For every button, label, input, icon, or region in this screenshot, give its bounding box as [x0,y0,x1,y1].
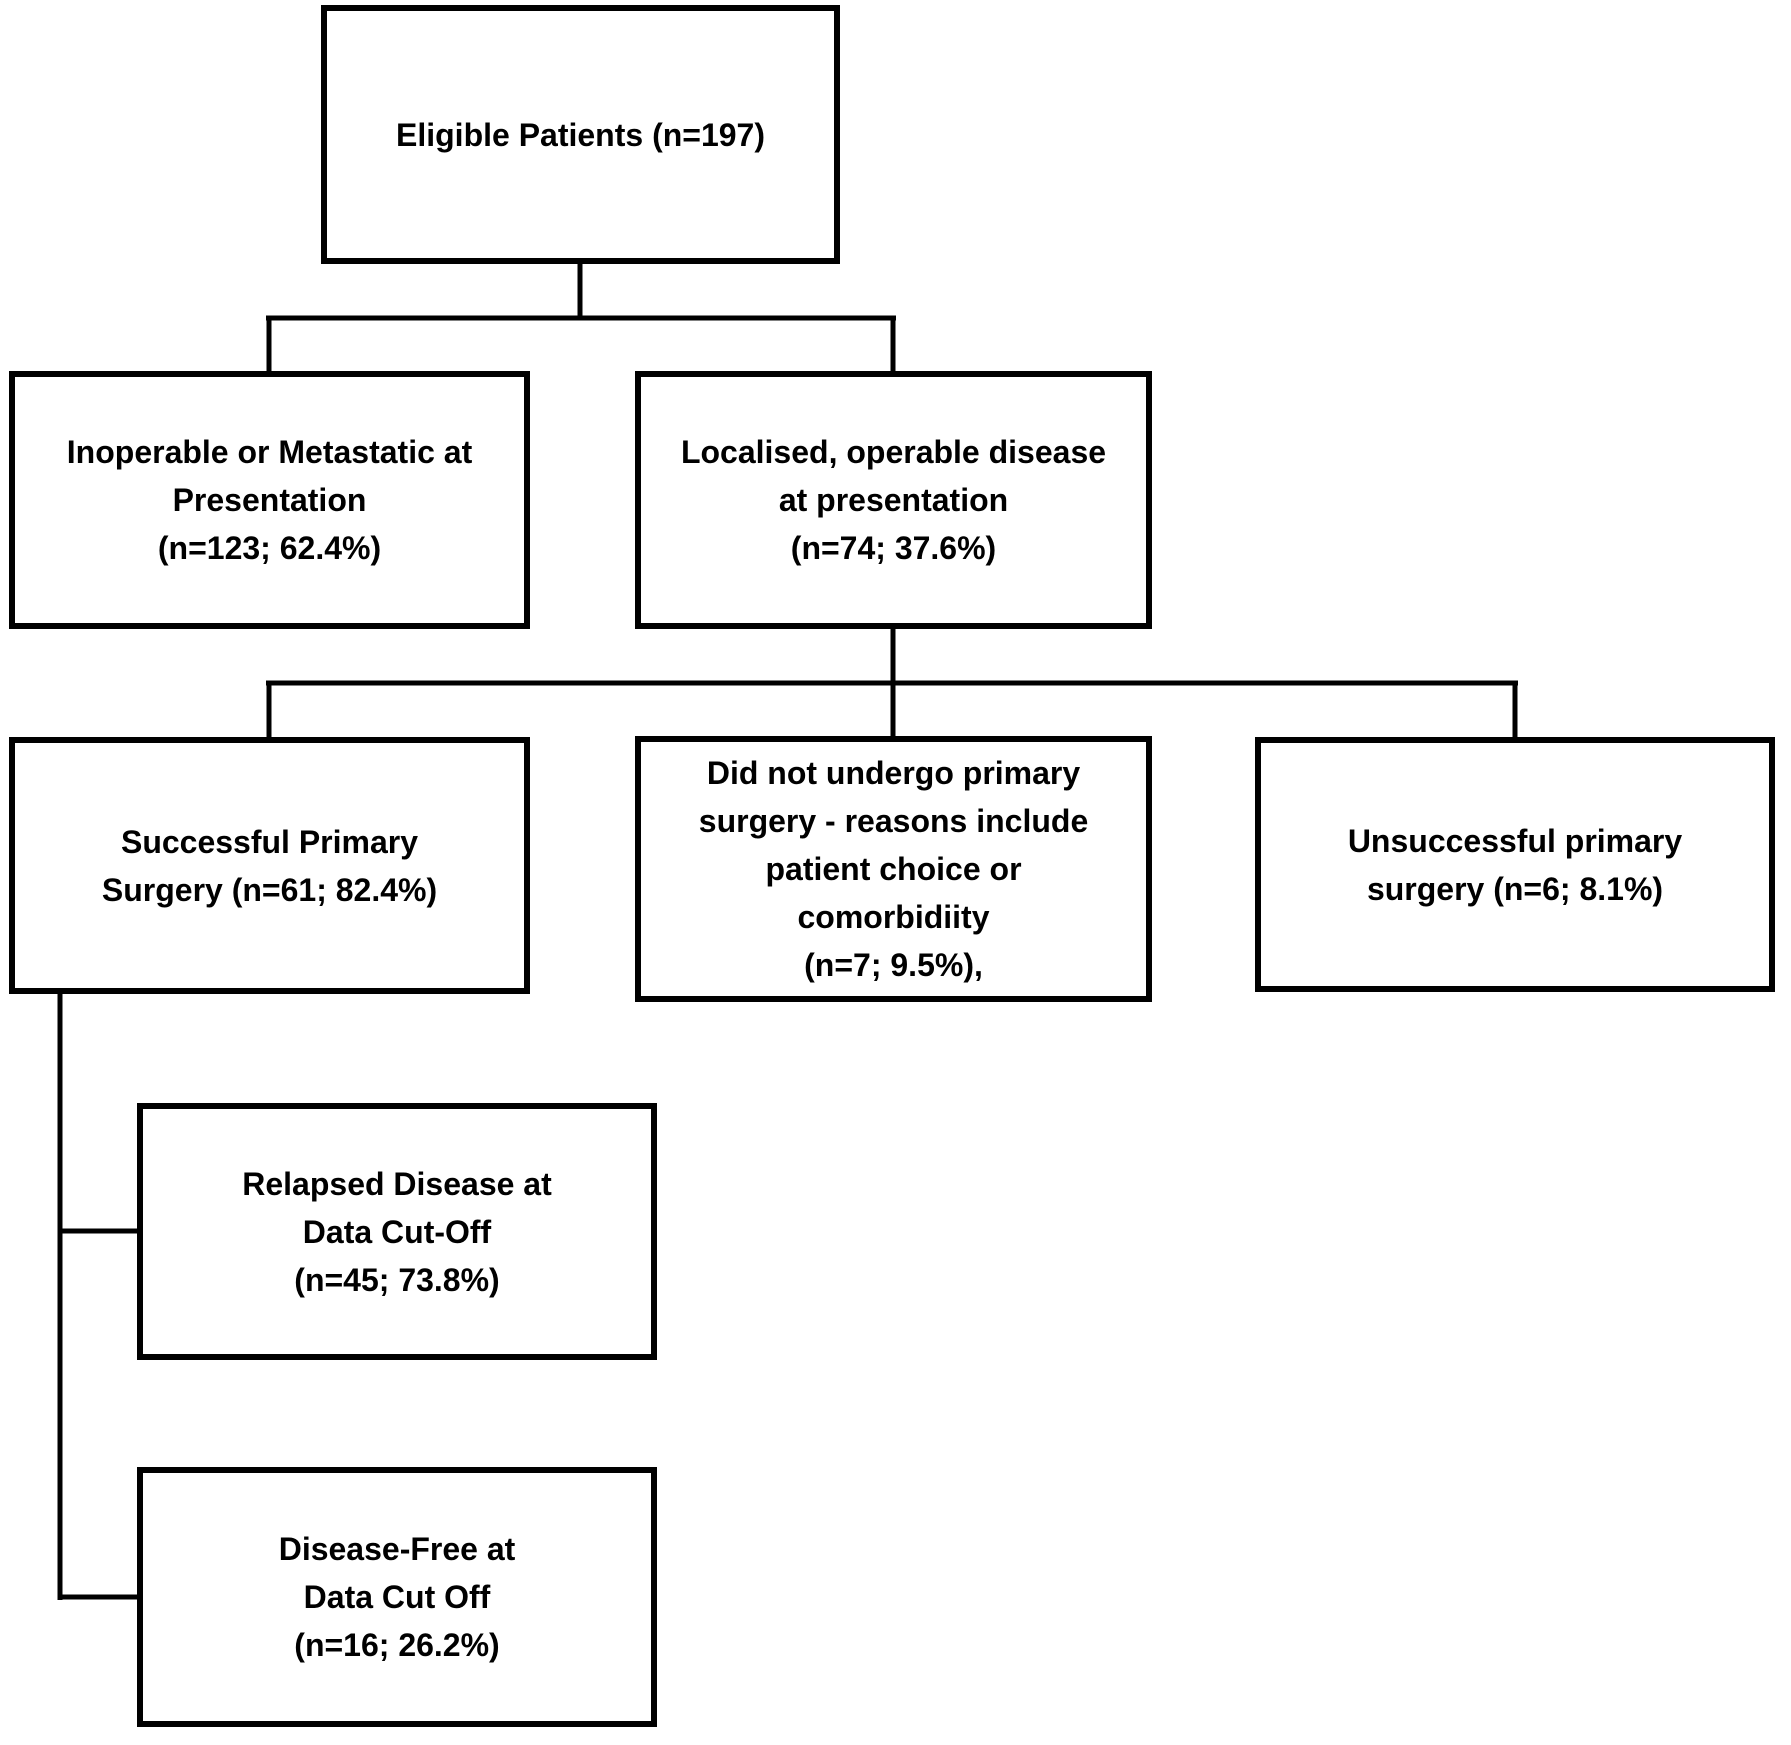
node-did-not-undergo-surgery: Did not undergo primary surgery - reason… [635,736,1152,1002]
node-text-line: surgery - reasons include [698,803,1089,839]
node-eligible-patients: Eligible Patients (n=197) [321,5,840,264]
node-text-line: Did not undergo primary [706,755,1081,791]
node-text-line: Localised, operable disease [680,434,1107,470]
node-text-line: Data Cut Off [303,1579,491,1615]
node-text-line: (n=74; 37.6%) [790,530,997,566]
node-text-line: Relapsed Disease at [242,1165,552,1202]
node-text-line: (n=123; 62.4%) [157,530,382,566]
node-text-line: (n=7; 9.5%), [804,947,983,983]
node-unsuccessful-primary-surgery: Unsuccessful primary surgery (n=6; 8.1%) [1255,737,1775,992]
node-text-line: Successful Primary [120,823,419,860]
node-text-line: patient choice or [765,851,1022,887]
node-text-line: Data Cut-Off [302,1213,492,1250]
node-text-line: (n=45; 73.8%) [294,1261,500,1298]
node-text-line: Presentation [172,482,367,518]
node-relapsed-disease: Relapsed Disease at Data Cut-Off (n=45; … [137,1103,657,1360]
node-text-line: at presentation [778,482,1009,518]
node-localised-operable: Localised, operable disease at presentat… [635,371,1152,629]
node-successful-primary-surgery: Successful Primary Surgery (n=61; 82.4%) [9,737,530,994]
node-text-line: Surgery (n=61; 82.4%) [101,871,438,908]
node-text-line: comorbidiity [797,899,990,935]
node-text-line: Eligible Patients (n=197) [396,116,765,153]
node-text-line: Disease-Free at [278,1531,516,1567]
node-text-line: Inoperable or Metastatic at [66,434,473,470]
node-text-line: (n=16; 26.2%) [294,1627,500,1663]
node-inoperable-metastatic: Inoperable or Metastatic at Presentation… [9,371,530,629]
node-disease-free: Disease-Free at Data Cut Off (n=16; 26.2… [137,1467,657,1727]
node-text-line: surgery (n=6; 8.1%) [1366,870,1664,907]
node-text-line: Unsuccessful primary [1347,822,1683,859]
